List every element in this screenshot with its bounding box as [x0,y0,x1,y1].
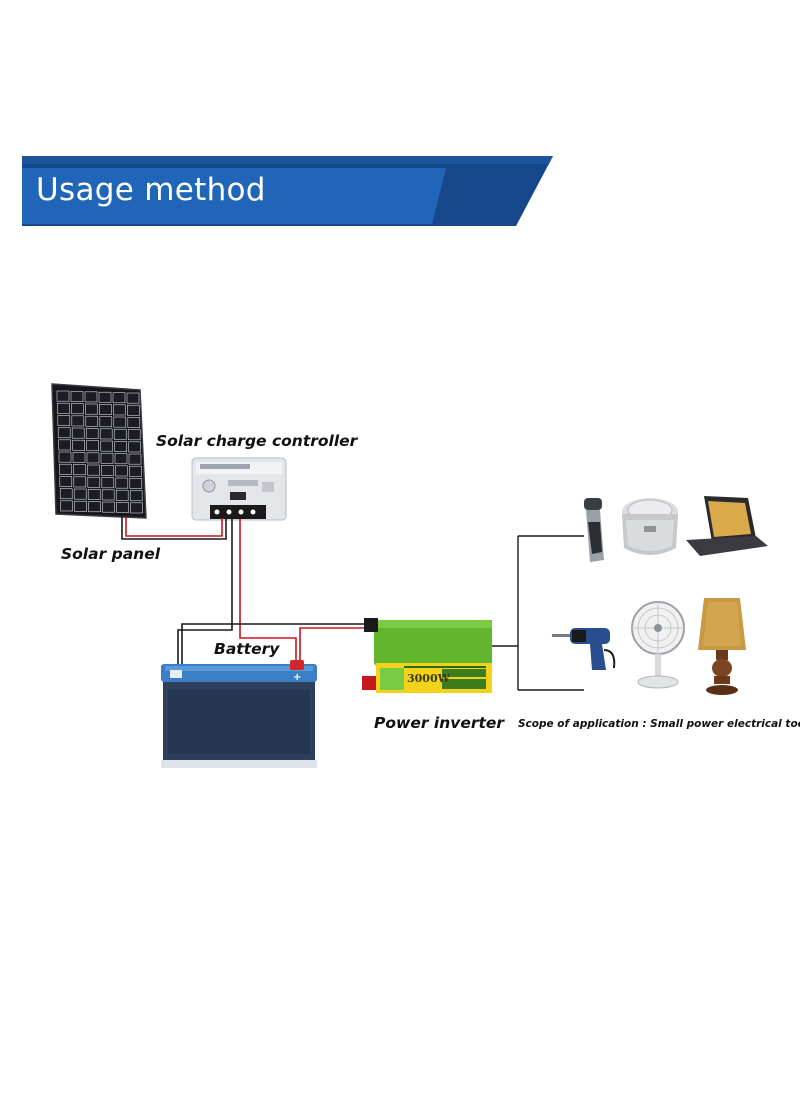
fan-icon [631,601,685,689]
battery-terminal-negative: − [171,672,179,682]
solar-cell [115,465,128,477]
solar-cell [101,465,114,476]
solar-cell [70,391,84,402]
rice-cooker-icon [622,498,678,555]
solar-cell [85,415,99,427]
solar-cell [85,428,99,439]
solar-cell [56,390,70,402]
solar-cell [73,464,86,476]
solar-panel-icon [51,383,147,519]
solar-cell [113,416,127,428]
solar-cell [57,427,71,439]
solar-cell [59,488,73,500]
panel-controller-wires [121,517,227,540]
solar-cell [84,391,98,403]
solar-cell [102,501,115,513]
solar-cell [87,476,101,488]
solar-cell [128,453,142,465]
solar-cell [129,478,143,489]
solar-cell [101,477,115,489]
solar-cell [73,488,87,500]
solar-cell [88,501,101,513]
lamp-icon [698,598,746,695]
charge-controller-label: Solar charge controller [156,432,358,450]
laptop-icon [686,496,768,556]
solar-cell [87,489,101,500]
solar-cell [99,428,113,440]
solar-cell [58,451,72,463]
solar-cell [74,500,87,512]
solar-cell [57,415,71,426]
solar-cell [71,415,85,427]
solar-cell [87,464,100,476]
solar-panel-label: Solar panel [61,545,161,563]
solar-cell [59,476,73,487]
charge-controller-icon [191,457,287,521]
banner-main-strip [22,168,446,224]
solar-cell [127,417,141,428]
solar-cell [115,489,129,501]
solar-cell [116,502,129,513]
solar-cell [59,463,72,475]
solar-cell [99,416,113,428]
battery-terminal-positive: + [293,672,301,683]
solar-cell [71,403,84,415]
usage-method-banner [22,156,553,226]
solar-cell [86,452,100,464]
solar-cell [126,392,140,404]
solar-cell [71,427,85,439]
solar-cell [100,440,113,452]
solar-cell [57,402,70,414]
solar-cell [113,428,127,440]
solar-cell [113,404,126,416]
battery-inverter-wires [181,623,364,668]
solar-cell [114,441,127,452]
solar-panel-cells [56,390,143,514]
solar-cell [100,452,114,464]
solar-cell [112,392,126,404]
scope-of-application-label: Scope of application : Small power elect… [518,718,800,730]
solar-cell [60,500,73,512]
solar-cell [130,502,143,514]
solar-cell [86,440,99,452]
battery-label: Battery [214,640,280,658]
solar-cell [72,452,86,463]
shaver-icon [584,498,604,562]
solar-cell [85,403,98,415]
inverter-appliance-wires [492,535,584,691]
drill-icon [552,628,616,670]
solar-cell [115,477,129,489]
solar-cell [101,489,115,501]
banner-top-highlight [22,156,553,164]
inverter-rating: 3000W [407,672,451,685]
solar-cell [99,404,112,415]
solar-cell [98,391,112,403]
controller-battery-wires [177,519,297,668]
solar-cell [72,439,85,451]
battery-icon: − + [161,660,317,768]
solar-cell [58,439,71,451]
solar-cell [129,465,142,477]
banner-title: Usage method [36,172,266,208]
solar-cell [73,476,87,488]
power-inverter-label: Power inverter [374,714,505,732]
solar-cell [127,429,141,441]
power-inverter-icon: 3000W [362,618,492,693]
solar-cell [114,453,128,465]
solar-cell [128,441,141,453]
solar-cell [129,490,143,502]
solar-cell [127,404,140,416]
